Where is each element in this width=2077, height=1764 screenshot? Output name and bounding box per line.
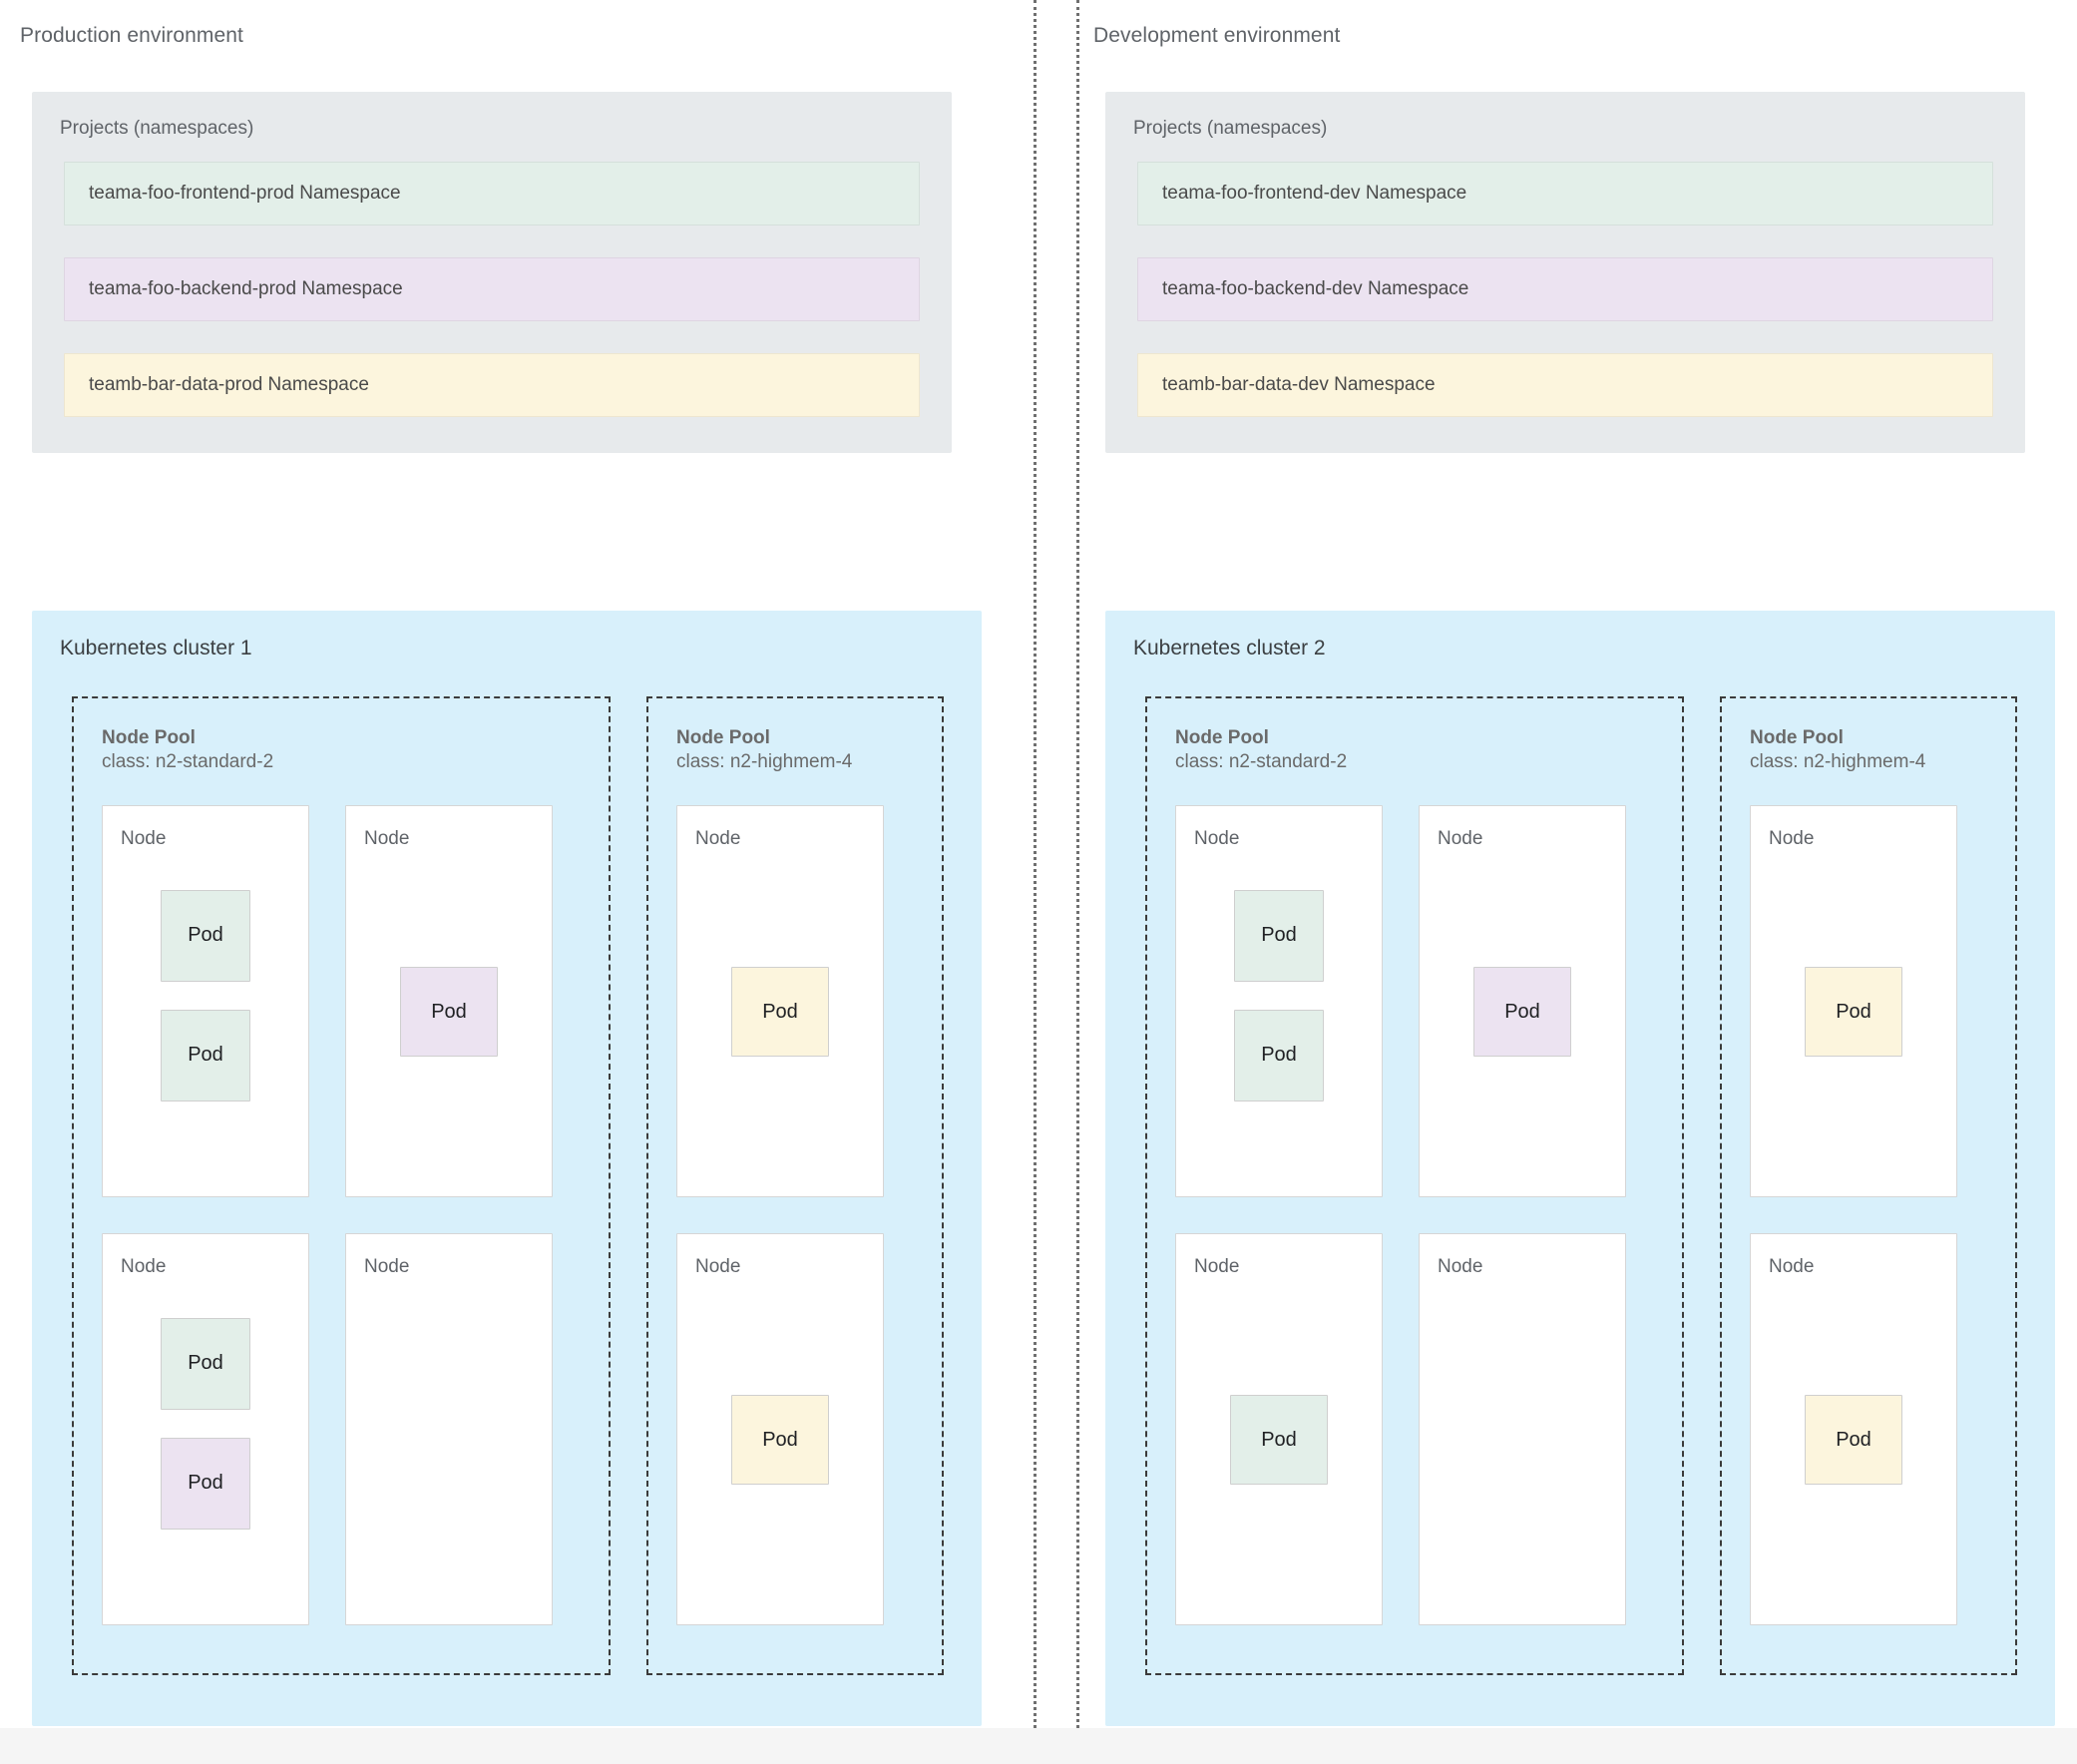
node-label: Node <box>1194 1255 1240 1277</box>
namespace-row[interactable]: teamb-bar-data-prod Namespace <box>64 353 920 417</box>
page-footer-strip <box>0 1728 2077 1764</box>
node-pool-n2-highmem-4: Node Pool class: n2-highmem-4 Node Pod N… <box>646 696 944 1675</box>
environment-title: Production environment <box>20 24 243 47</box>
node-card[interactable]: Node Pod <box>1175 1232 1383 1625</box>
node-label: Node <box>695 827 741 849</box>
node-card[interactable]: Node Pod <box>1750 804 1957 1197</box>
pod-list: Pod Pod <box>1176 889 1382 1102</box>
pod-box[interactable]: Pod <box>161 889 250 982</box>
node-card[interactable]: Node Pod <box>676 1232 884 1625</box>
node-label: Node <box>364 1255 410 1277</box>
pod-box[interactable]: Pod <box>161 1009 250 1102</box>
environment-divider-left <box>1034 0 1037 1764</box>
pod-list: Pod <box>1751 1256 1956 1624</box>
node-card[interactable]: Node Pod <box>1750 1232 1957 1625</box>
environment-divider-right <box>1076 0 1079 1764</box>
pod-list: Pod <box>677 1256 883 1624</box>
pod-box[interactable]: Pod <box>1234 1009 1324 1102</box>
node-label: Node <box>364 827 410 849</box>
pod-box[interactable]: Pod <box>161 1317 250 1410</box>
node-card[interactable]: Node <box>345 1232 553 1625</box>
node-pool-heading: Node Pool class: n2-highmem-4 <box>1750 726 1987 775</box>
node-card[interactable]: Node Pod <box>676 804 884 1197</box>
node-grid: Node Pod Pod Node Pod <box>102 804 581 1625</box>
node-card[interactable]: Node <box>1419 1232 1626 1625</box>
namespace-list: teama-foo-frontend-prod Namespace teama-… <box>64 162 920 441</box>
node-pool-name: Node Pool <box>1750 727 1844 748</box>
namespace-row[interactable]: teama-foo-frontend-dev Namespace <box>1137 162 1993 225</box>
namespace-row[interactable]: teamb-bar-data-dev Namespace <box>1137 353 1993 417</box>
kubernetes-cluster-1: Kubernetes cluster 1 Node Pool class: n2… <box>32 611 982 1726</box>
pod-box[interactable]: Pod <box>161 1437 250 1530</box>
node-pool-heading: Node Pool class: n2-standard-2 <box>1175 726 1654 775</box>
pod-list: Pod Pod <box>103 1317 308 1530</box>
projects-panel-production: Projects (namespaces) teama-foo-frontend… <box>32 92 952 453</box>
pod-box[interactable]: Pod <box>1234 889 1324 982</box>
node-card[interactable]: Node Pod Pod <box>1175 804 1383 1197</box>
node-grid: Node Pod Node Pod <box>1750 804 1987 1625</box>
namespace-list: teama-foo-frontend-dev Namespace teama-f… <box>1137 162 1993 441</box>
pod-list: Pod <box>1176 1256 1382 1624</box>
pod-box[interactable]: Pod <box>1230 1395 1328 1486</box>
pod-box[interactable]: Pod <box>1805 967 1902 1058</box>
environment-title: Development environment <box>1093 24 1341 47</box>
node-label: Node <box>1194 827 1240 849</box>
node-label: Node <box>695 1255 741 1277</box>
node-pool-class: class: n2-highmem-4 <box>676 751 853 773</box>
pod-list: Pod <box>677 828 883 1196</box>
cluster-title: Kubernetes cluster 2 <box>1133 637 1326 660</box>
node-label: Node <box>1769 1255 1815 1277</box>
node-label: Node <box>121 1255 167 1277</box>
node-pool-n2-highmem-4: Node Pool class: n2-highmem-4 Node Pod N… <box>1720 696 2017 1675</box>
node-pool-list: Node Pool class: n2-standard-2 Node Pod … <box>72 696 944 1675</box>
node-grid: Node Pod Node Pod <box>676 804 914 1625</box>
node-card[interactable]: Node Pod <box>345 804 553 1197</box>
namespace-row[interactable]: teama-foo-frontend-prod Namespace <box>64 162 920 225</box>
cluster-title: Kubernetes cluster 1 <box>60 637 252 660</box>
pod-box[interactable]: Pod <box>1805 1395 1902 1486</box>
pod-box[interactable]: Pod <box>1473 967 1571 1058</box>
node-pool-name: Node Pool <box>102 727 196 748</box>
pod-box[interactable]: Pod <box>731 1395 829 1486</box>
node-pool-name: Node Pool <box>1175 727 1269 748</box>
node-pool-class: class: n2-standard-2 <box>102 751 274 773</box>
projects-panel-title: Projects (namespaces) <box>1133 118 1328 139</box>
node-grid: Node Pod Pod Node Pod <box>1175 804 1654 1625</box>
pod-box[interactable]: Pod <box>400 967 498 1058</box>
node-card[interactable]: Node Pod <box>1419 804 1626 1197</box>
node-label: Node <box>1438 1255 1483 1277</box>
node-pool-list: Node Pool class: n2-standard-2 Node Pod … <box>1145 696 2017 1675</box>
projects-panel-title: Projects (namespaces) <box>60 118 254 139</box>
pod-list: Pod <box>346 828 552 1196</box>
node-pool-n2-standard-2: Node Pool class: n2-standard-2 Node Pod … <box>72 696 611 1675</box>
node-pool-name: Node Pool <box>676 727 770 748</box>
node-card[interactable]: Node Pod Pod <box>102 1232 309 1625</box>
node-label: Node <box>1438 827 1483 849</box>
node-pool-class: class: n2-highmem-4 <box>1750 751 1926 773</box>
pod-list: Pod Pod <box>103 889 308 1102</box>
namespace-row[interactable]: teama-foo-backend-dev Namespace <box>1137 257 1993 321</box>
environment-development: Development environment Projects (namesp… <box>1093 0 2077 1726</box>
node-pool-n2-standard-2: Node Pool class: n2-standard-2 Node Pod … <box>1145 696 1684 1675</box>
node-pool-heading: Node Pool class: n2-standard-2 <box>102 726 581 775</box>
projects-panel-development: Projects (namespaces) teama-foo-frontend… <box>1105 92 2025 453</box>
node-label: Node <box>1769 827 1815 849</box>
kubernetes-cluster-2: Kubernetes cluster 2 Node Pool class: n2… <box>1105 611 2055 1726</box>
node-pool-heading: Node Pool class: n2-highmem-4 <box>676 726 914 775</box>
pod-list: Pod <box>1751 828 1956 1196</box>
node-card[interactable]: Node Pod Pod <box>102 804 309 1197</box>
pod-box[interactable]: Pod <box>731 967 829 1058</box>
pod-list: Pod <box>1420 828 1625 1196</box>
node-pool-class: class: n2-standard-2 <box>1175 751 1348 773</box>
node-label: Node <box>121 827 167 849</box>
namespace-row[interactable]: teama-foo-backend-prod Namespace <box>64 257 920 321</box>
environment-production: Production environment Projects (namespa… <box>20 0 1018 1726</box>
